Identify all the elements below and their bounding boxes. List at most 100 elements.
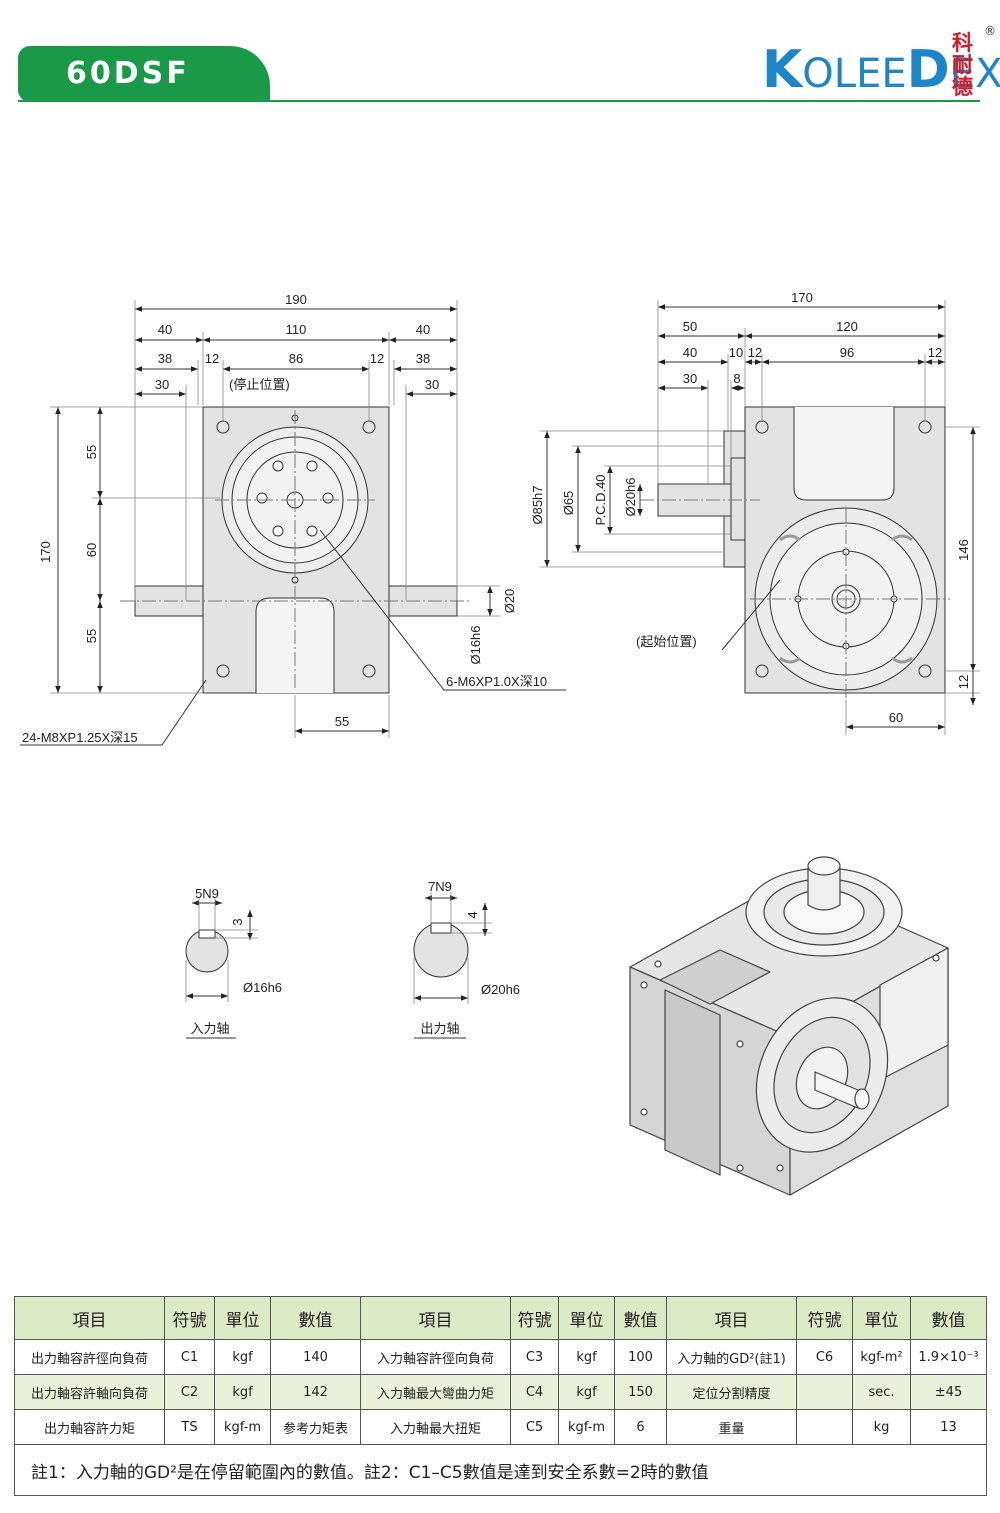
hole-note-m6: 6-M6XP1.0X深10 — [446, 674, 547, 689]
output-shaft-section — [413, 892, 492, 1039]
dim-38-left: 38 — [158, 351, 172, 366]
front-view-labels: 190 40 110 40 38 12 86 12 38 30 30 (停止位置… — [22, 292, 547, 745]
table-cell: 6 — [614, 1409, 667, 1445]
page-header: 60DSF KOLEEDEX 科耐德 ® — [0, 0, 1000, 110]
isometric-view — [629, 856, 949, 1196]
output-key-width: 7N9 — [428, 879, 452, 894]
dim-30-right: 30 — [425, 377, 439, 392]
table-cell: kgf — [558, 1339, 615, 1375]
dim-dia-65: Ø65 — [561, 491, 576, 516]
side-view — [540, 300, 980, 735]
dim-dia-20: Ø20 — [502, 589, 517, 614]
table-cell: 定位分割精度 — [666, 1374, 797, 1410]
dim-dia-85h7: Ø85h7 — [530, 485, 545, 524]
table-cell: C1 — [164, 1339, 215, 1375]
dim-10: 10 — [729, 345, 743, 360]
header-item: 項目 — [14, 1296, 165, 1340]
dim-60: 60 — [84, 543, 99, 557]
input-key-depth: 3 — [230, 918, 245, 925]
table-cell: 入力軸最大扭矩 — [360, 1409, 511, 1445]
header-unit: 單位 — [214, 1296, 271, 1340]
table-cell: kg — [852, 1409, 911, 1445]
output-shaft-label: 出力轴 — [420, 1021, 459, 1036]
table-row: 出力軸容許力矩 TS kgf-m 参考力矩表 入力軸最大扭矩 C5 kgf-m … — [14, 1409, 987, 1445]
input-shaft-label: 入力轴 — [190, 1021, 229, 1036]
table-cell: 重量 — [666, 1409, 797, 1445]
table-cell: 140 — [270, 1339, 361, 1375]
table-cell: 入力軸容許徑向負荷 — [360, 1339, 511, 1375]
table-cell: kgf-m² — [852, 1339, 911, 1375]
header-value: 數值 — [614, 1296, 667, 1340]
dim-12-right: 12 — [370, 351, 384, 366]
table-cell: C5 — [510, 1409, 559, 1445]
output-shaft-dia: Ø20h6 — [481, 982, 520, 997]
dim-55-offset: 55 — [335, 714, 349, 729]
table-row: 出力軸容許徑向負荷 C1 kgf 140 入力軸容許徑向負荷 C3 kgf 10… — [14, 1339, 987, 1375]
stop-position-label: (停止位置) — [229, 377, 290, 392]
dim-86: 86 — [289, 351, 303, 366]
table-cell: TS — [164, 1409, 215, 1445]
dim-dia-16h6: Ø16h6 — [468, 625, 483, 664]
table-cell: 入力軸的GD²(註1) — [666, 1339, 797, 1375]
header-unit: 單位 — [852, 1296, 911, 1340]
table-cell: 1.9×10⁻³ — [910, 1339, 987, 1375]
table-cell: 参考力矩表 — [270, 1409, 361, 1445]
table-cell: kgf-m — [558, 1409, 615, 1445]
registered-mark: ® — [984, 24, 996, 38]
brand-latin: KOLEEDEX — [762, 40, 1000, 100]
spec-table: 項目 符號 單位 數值 項目 符號 單位 數值 項目 符號 單位 數值 出力軸容… — [14, 1296, 987, 1496]
brand-logo: KOLEEDEX 科耐德 ® — [700, 24, 1000, 100]
input-shaft-dia: Ø16h6 — [243, 980, 282, 995]
output-key-depth: 4 — [465, 911, 480, 918]
table-cell: kgf — [558, 1374, 615, 1410]
table-cell: sec. — [852, 1374, 911, 1410]
table-cell: 13 — [910, 1409, 987, 1445]
dim-60-side: 60 — [889, 710, 903, 725]
table-note: 註1：入力軸的GD²是在停留範圍內的數值。註2：C1–C5數值是達到安全系數=2… — [14, 1444, 987, 1496]
input-shaft-section — [185, 898, 258, 1039]
table-cell: 100 — [614, 1339, 667, 1375]
dim-30: 30 — [683, 371, 697, 386]
table-cell — [796, 1409, 853, 1445]
header-value: 數值 — [270, 1296, 361, 1340]
dim-8: 8 — [733, 371, 740, 386]
dim-12-left: 12 — [205, 351, 219, 366]
table-cell: kgf-m — [214, 1409, 271, 1445]
table-row: 出力軸容許軸向負荷 C2 kgf 142 入力軸最大彎曲力矩 C4 kgf 15… — [14, 1374, 987, 1410]
dim-pcd-40: P.C.D.40 — [593, 474, 608, 525]
dim-110: 110 — [286, 322, 307, 337]
dim-50: 50 — [683, 319, 697, 334]
table-cell: 出力軸容許徑向負荷 — [14, 1339, 165, 1375]
table-cell: 入力軸最大彎曲力矩 — [360, 1374, 511, 1410]
start-position-label: (起始位置) — [636, 634, 697, 649]
dim-40-left: 40 — [158, 322, 172, 337]
header-value: 數值 — [910, 1296, 987, 1340]
table-note-row: 註1：入力軸的GD²是在停留範圍內的數值。註2：C1–C5數值是達到安全系數=2… — [14, 1444, 987, 1496]
header-symbol: 符號 — [510, 1296, 559, 1340]
dim-40-right: 40 — [416, 322, 430, 337]
dim-38-right: 38 — [416, 351, 430, 366]
dim-40: 40 — [683, 345, 697, 360]
dim-dia-20h6: Ø20h6 — [623, 477, 638, 516]
table-cell: 出力軸容許軸向負荷 — [14, 1374, 165, 1410]
dim-170-width: 170 — [791, 290, 813, 305]
dim-12-a: 12 — [748, 345, 762, 360]
table-cell: C4 — [510, 1374, 559, 1410]
table-cell: kgf — [214, 1339, 271, 1375]
side-view-labels: 170 50 120 40 10 12 96 12 30 8 146 12 60… — [530, 290, 971, 725]
table-cell — [796, 1374, 853, 1410]
table-cell: C2 — [164, 1374, 215, 1410]
table-cell: kgf — [214, 1374, 271, 1410]
front-view — [20, 300, 566, 746]
dim-170-height: 170 — [38, 541, 53, 563]
header-unit: 單位 — [558, 1296, 615, 1340]
header-symbol: 符號 — [164, 1296, 215, 1340]
brand-chinese: 科耐德 — [952, 31, 973, 99]
table-cell: ±45 — [910, 1374, 987, 1410]
model-title: 60DSF — [18, 46, 270, 102]
dim-190: 190 — [285, 292, 307, 307]
input-key-width: 5N9 — [195, 886, 219, 901]
table-cell: 出力軸容許力矩 — [14, 1409, 165, 1445]
table-cell: C3 — [510, 1339, 559, 1375]
table-cell: C6 — [796, 1339, 853, 1375]
